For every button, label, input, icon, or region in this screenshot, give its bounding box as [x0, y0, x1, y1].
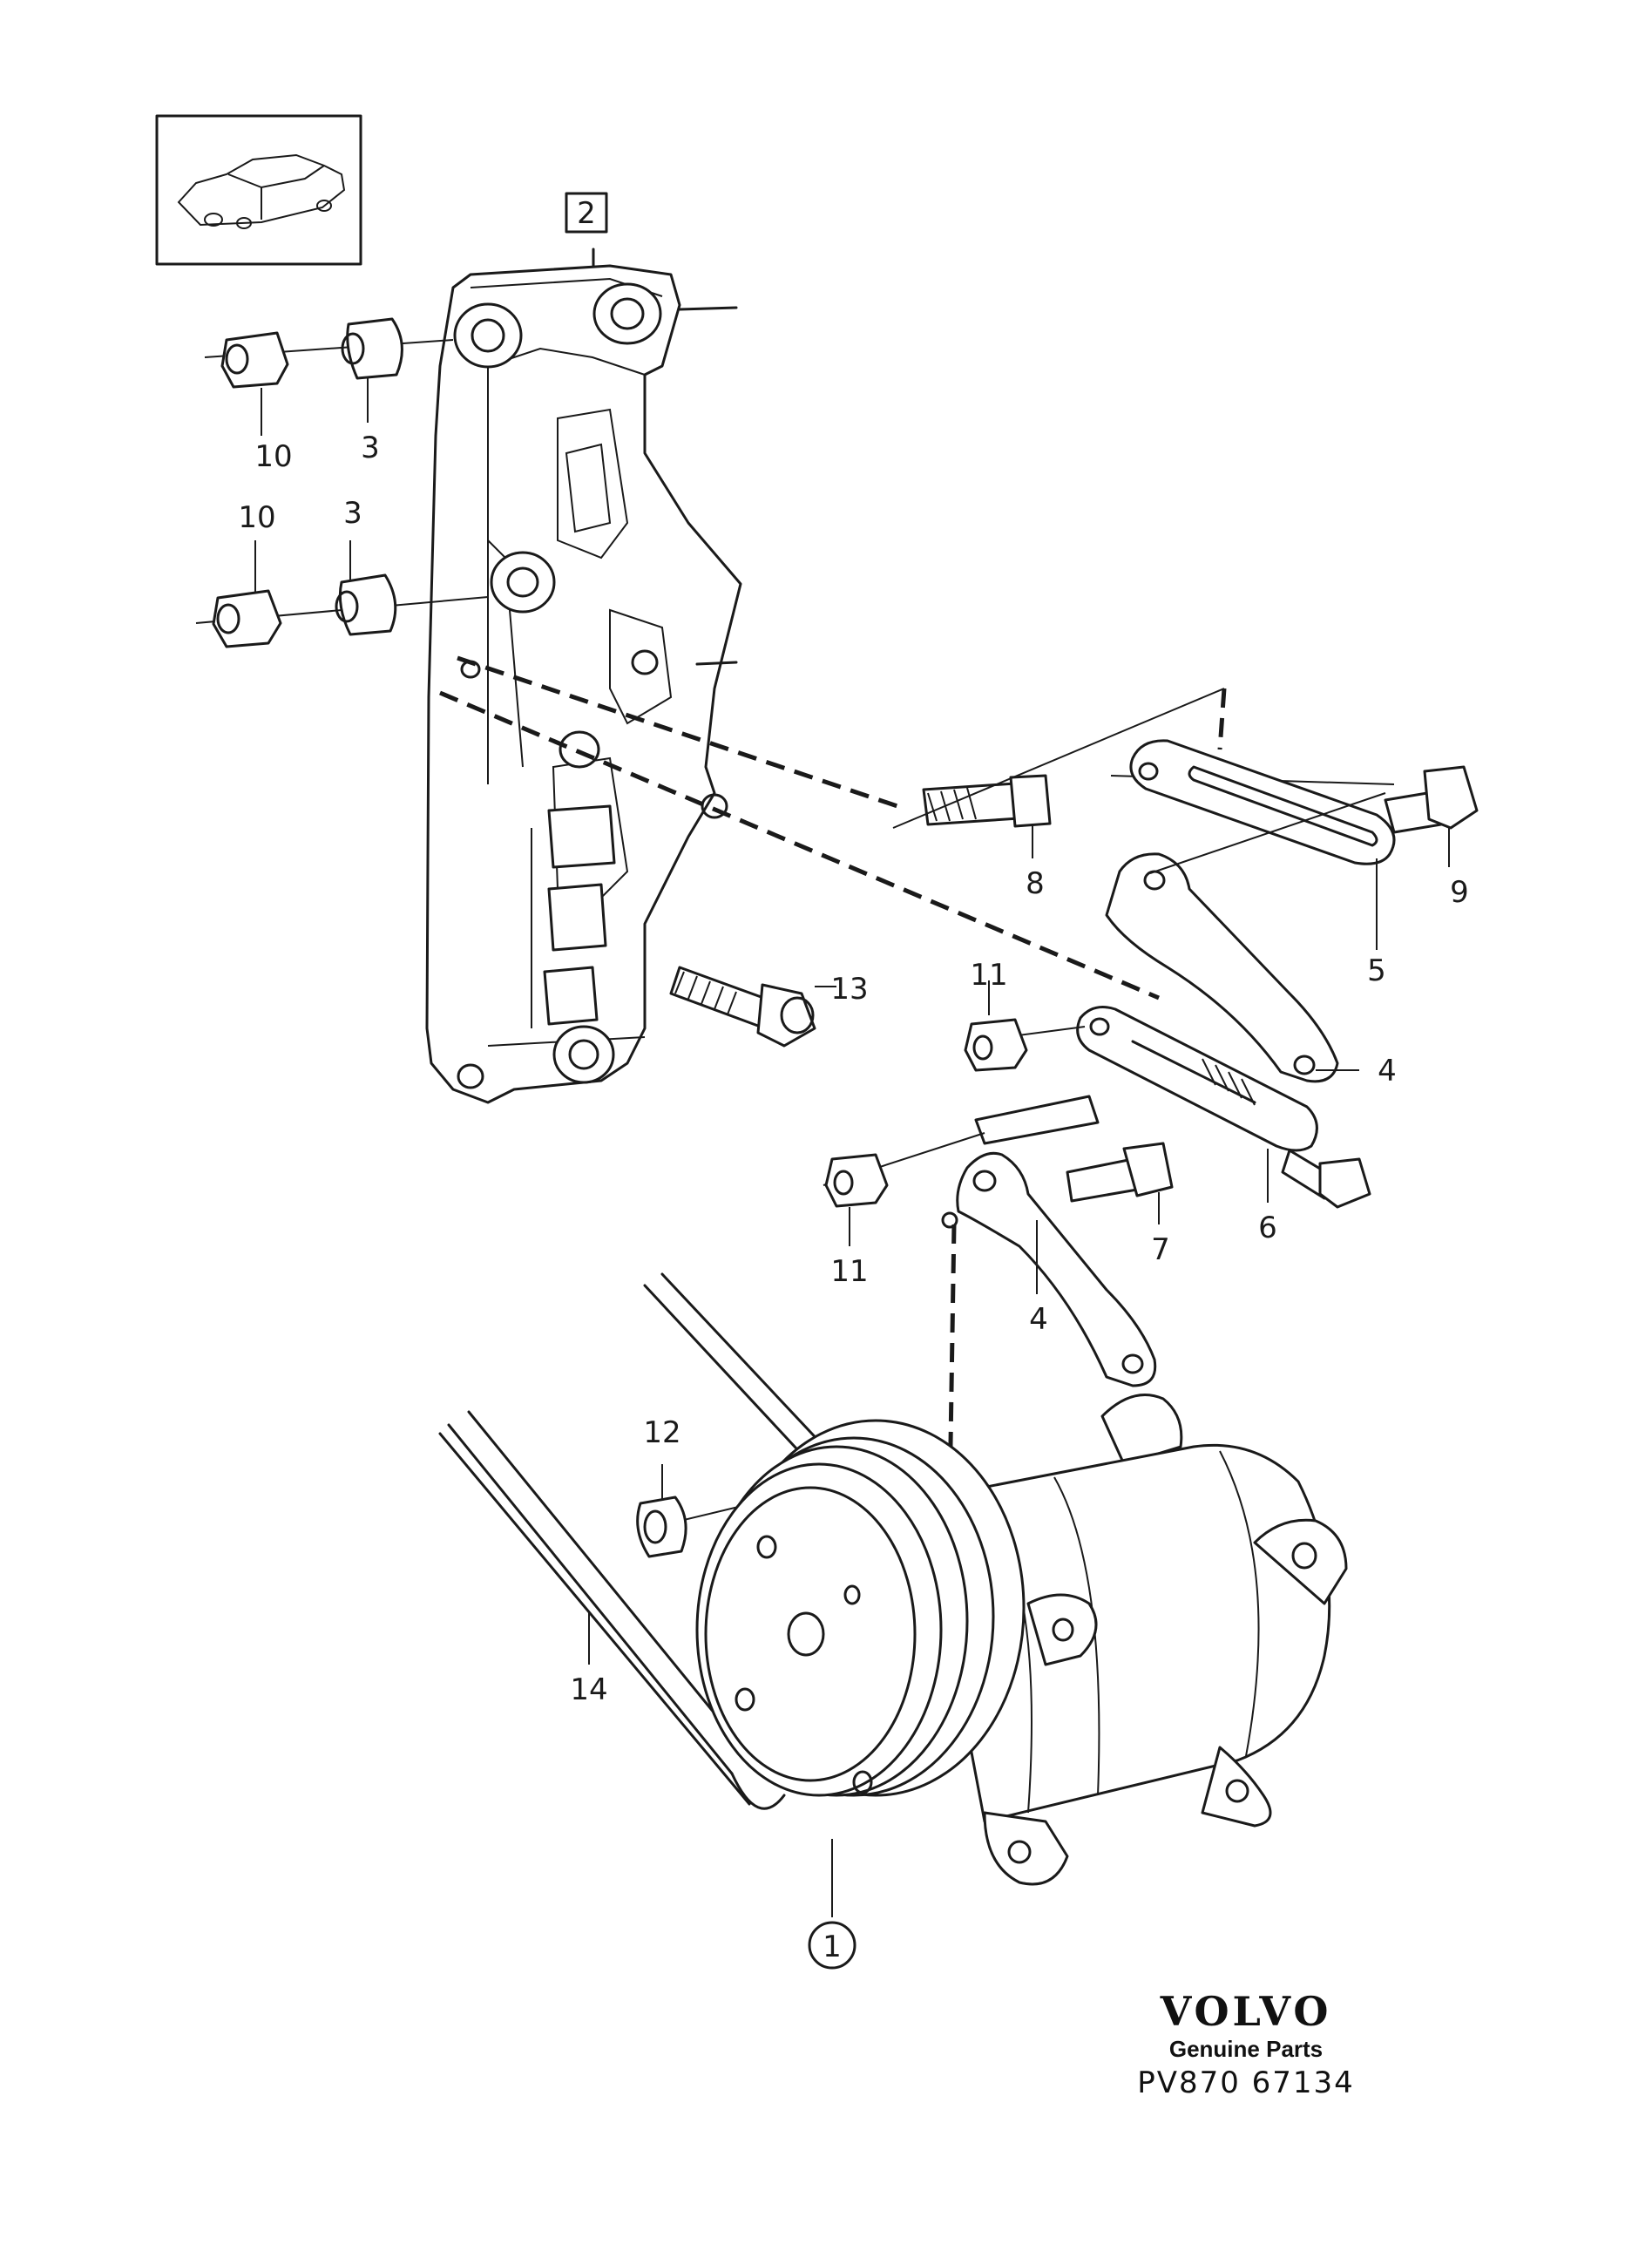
svg-text:1: 1	[823, 1930, 842, 1964]
diagram-code: PV870 67134	[1137, 2065, 1355, 2100]
callout-9: 9	[1450, 875, 1469, 910]
callout-12: 12	[643, 1415, 680, 1450]
callout-labels: 2 10 3 10 3 8 9 5 13 11 4 6 7 11 4 12 14…	[238, 192, 1469, 1970]
callout-1: 1	[808, 1921, 856, 1970]
support-arm-4-upper	[1105, 792, 1386, 1083]
brand-block: VOLVO Genuine Parts PV870 67134	[1089, 1989, 1403, 2102]
callout-6: 6	[1258, 1211, 1277, 1245]
callout-4a: 4	[1378, 1054, 1397, 1089]
callout-2: 2	[565, 192, 608, 234]
nut-11-lower	[823, 1132, 985, 1208]
svg-text:2: 2	[577, 196, 596, 231]
bolt-7	[922, 774, 1052, 828]
lower-nut-and-bushing	[195, 573, 489, 648]
callout-10b: 10	[238, 500, 275, 535]
brand-subtitle: Genuine Parts	[1168, 2036, 1324, 2062]
support-arm-4-lower	[941, 1151, 1157, 1387]
callout-10a: 10	[254, 439, 292, 474]
nut-11-upper	[964, 1018, 1028, 1072]
callout-11a: 11	[970, 958, 1007, 993]
callout-13: 13	[830, 972, 868, 1007]
tensioner-6	[971, 1006, 1371, 1209]
mounting-bracket	[425, 248, 742, 1104]
vehicle-thumbnail	[155, 114, 362, 266]
callout-7: 8	[1026, 866, 1045, 901]
leader-lines	[254, 376, 1450, 1917]
callout-11b: 11	[830, 1254, 868, 1289]
callout-14: 14	[570, 1672, 607, 1707]
callout-5: 5	[1367, 953, 1386, 988]
upper-nut-and-bushing	[204, 317, 454, 389]
callout-3b: 3	[343, 496, 362, 531]
volvo-logo: VOLVO	[1160, 1988, 1332, 2035]
adjusting-strap-5	[1129, 739, 1396, 865]
assembly-guide-lines	[439, 655, 1227, 1500]
callout-3a: 3	[361, 431, 380, 465]
car-sedan-icon	[177, 153, 346, 229]
callout-4b: 4	[1029, 1302, 1048, 1337]
bolt-13	[669, 966, 836, 1048]
ac-compressor	[695, 1394, 1348, 1886]
drive-belt-14	[438, 1272, 838, 1810]
bolt-8	[1066, 1142, 1174, 1203]
callout-8: 7	[1151, 1232, 1170, 1267]
